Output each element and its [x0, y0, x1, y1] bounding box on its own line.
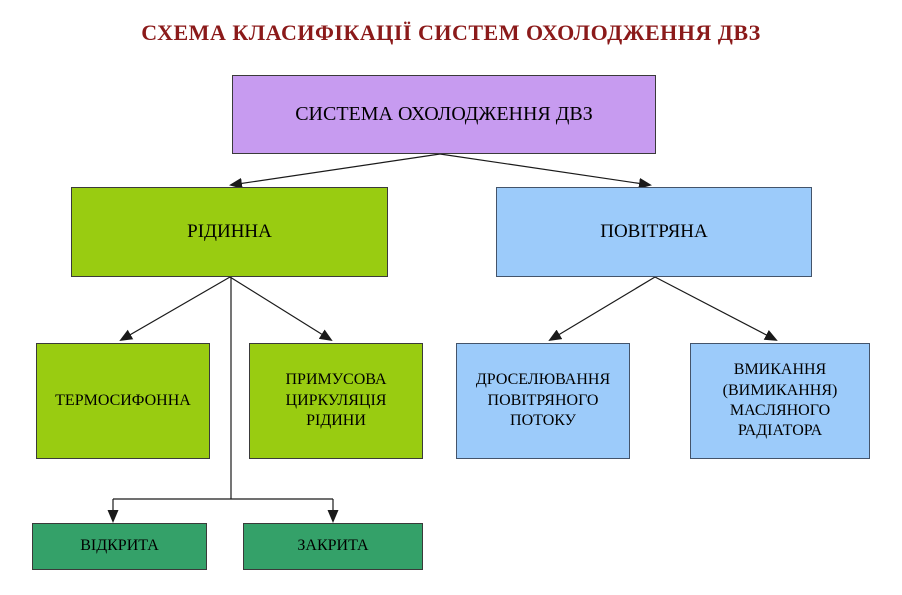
node-oil-radiator-switching: ВМИКАННЯ (ВИМИКАННЯ) МАСЛЯНОГО РАДІАТОРА — [690, 343, 870, 459]
node-airflow-throttling: ДРОСЕЛЮВАННЯ ПОВІТРЯНОГО ПОТОКУ — [456, 343, 630, 459]
node-liquid: РІДИННА — [71, 187, 388, 277]
node-closed-type: ЗАКРИТА — [243, 523, 423, 570]
node-forced-circulation: ПРИМУСОВА ЦИРКУЛЯЦІЯ РІДИНИ — [249, 343, 423, 459]
node-air: ПОВІТРЯНА — [496, 187, 812, 277]
node-cooling-system-root: СИСТЕМА ОХОЛОДЖЕННЯ ДВЗ — [232, 75, 656, 154]
diagram-title: СХЕМА КЛАСИФІКАЦІЇ СИСТЕМ ОХОЛОДЖЕННЯ ДВ… — [141, 20, 761, 45]
node-open-type: ВІДКРИТА — [32, 523, 207, 570]
node-thermosiphon: ТЕРМОСИФОННА — [36, 343, 210, 459]
